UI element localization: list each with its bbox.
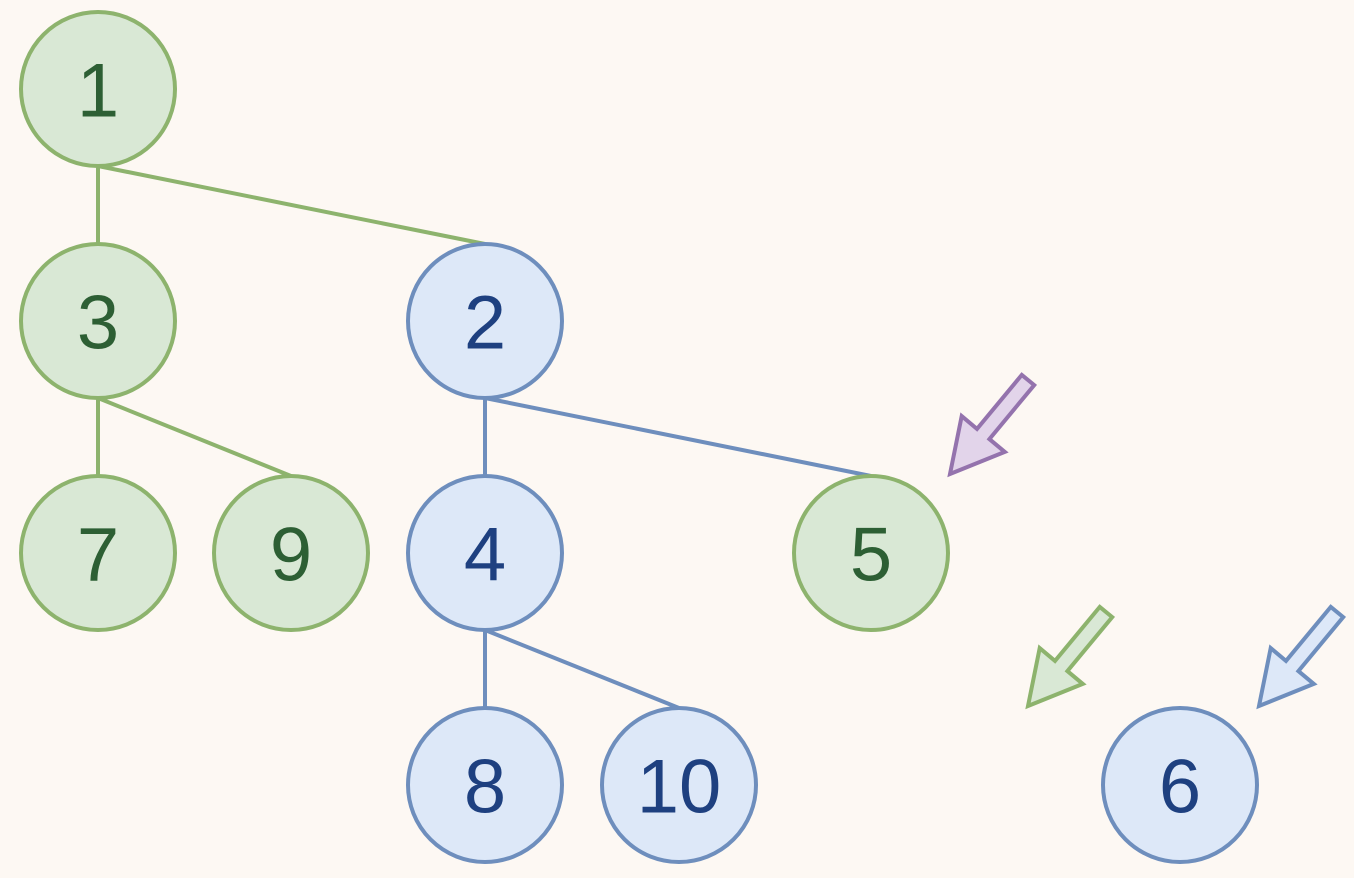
purple-arrow-icon [947,372,1038,478]
node-3: 3 [19,242,177,400]
node-label: 5 [850,513,892,598]
edge-4-10 [484,628,680,710]
node-circle [406,474,564,632]
green-arrow-icon [1025,604,1116,710]
node-label: 2 [464,281,506,366]
node-label: 10 [637,745,722,830]
node-circle [19,242,177,400]
edge-2-5 [484,396,872,478]
node-7: 7 [19,474,177,632]
arrows-layer [947,372,1347,710]
node-label: 1 [77,49,119,134]
node-circle [1101,706,1259,864]
node-10: 10 [600,706,758,864]
node-2: 2 [406,242,564,400]
edges-layer [96,164,872,710]
node-5: 5 [792,474,950,632]
nodes-layer: 1 2 3 4 5 6 7 8 9 10 [19,10,1259,864]
node-label: 4 [464,513,506,598]
node-8: 8 [406,706,564,864]
node-label: 3 [77,281,119,366]
node-label: 7 [77,513,119,598]
node-circle [600,706,758,864]
node-circle [19,10,177,168]
node-4: 4 [406,474,564,632]
node-circle [406,242,564,400]
blue-arrow-icon [1256,604,1347,710]
node-label: 6 [1159,745,1201,830]
node-9: 9 [212,474,370,632]
node-1: 1 [19,10,177,168]
node-circle [792,474,950,632]
node-circle [19,474,177,632]
node-circle [406,706,564,864]
node-label: 8 [464,745,506,830]
edge-3-9 [97,396,292,478]
node-6: 6 [1101,706,1259,864]
node-circle [212,474,370,632]
edge-1-2 [97,164,486,246]
node-label: 9 [270,513,312,598]
